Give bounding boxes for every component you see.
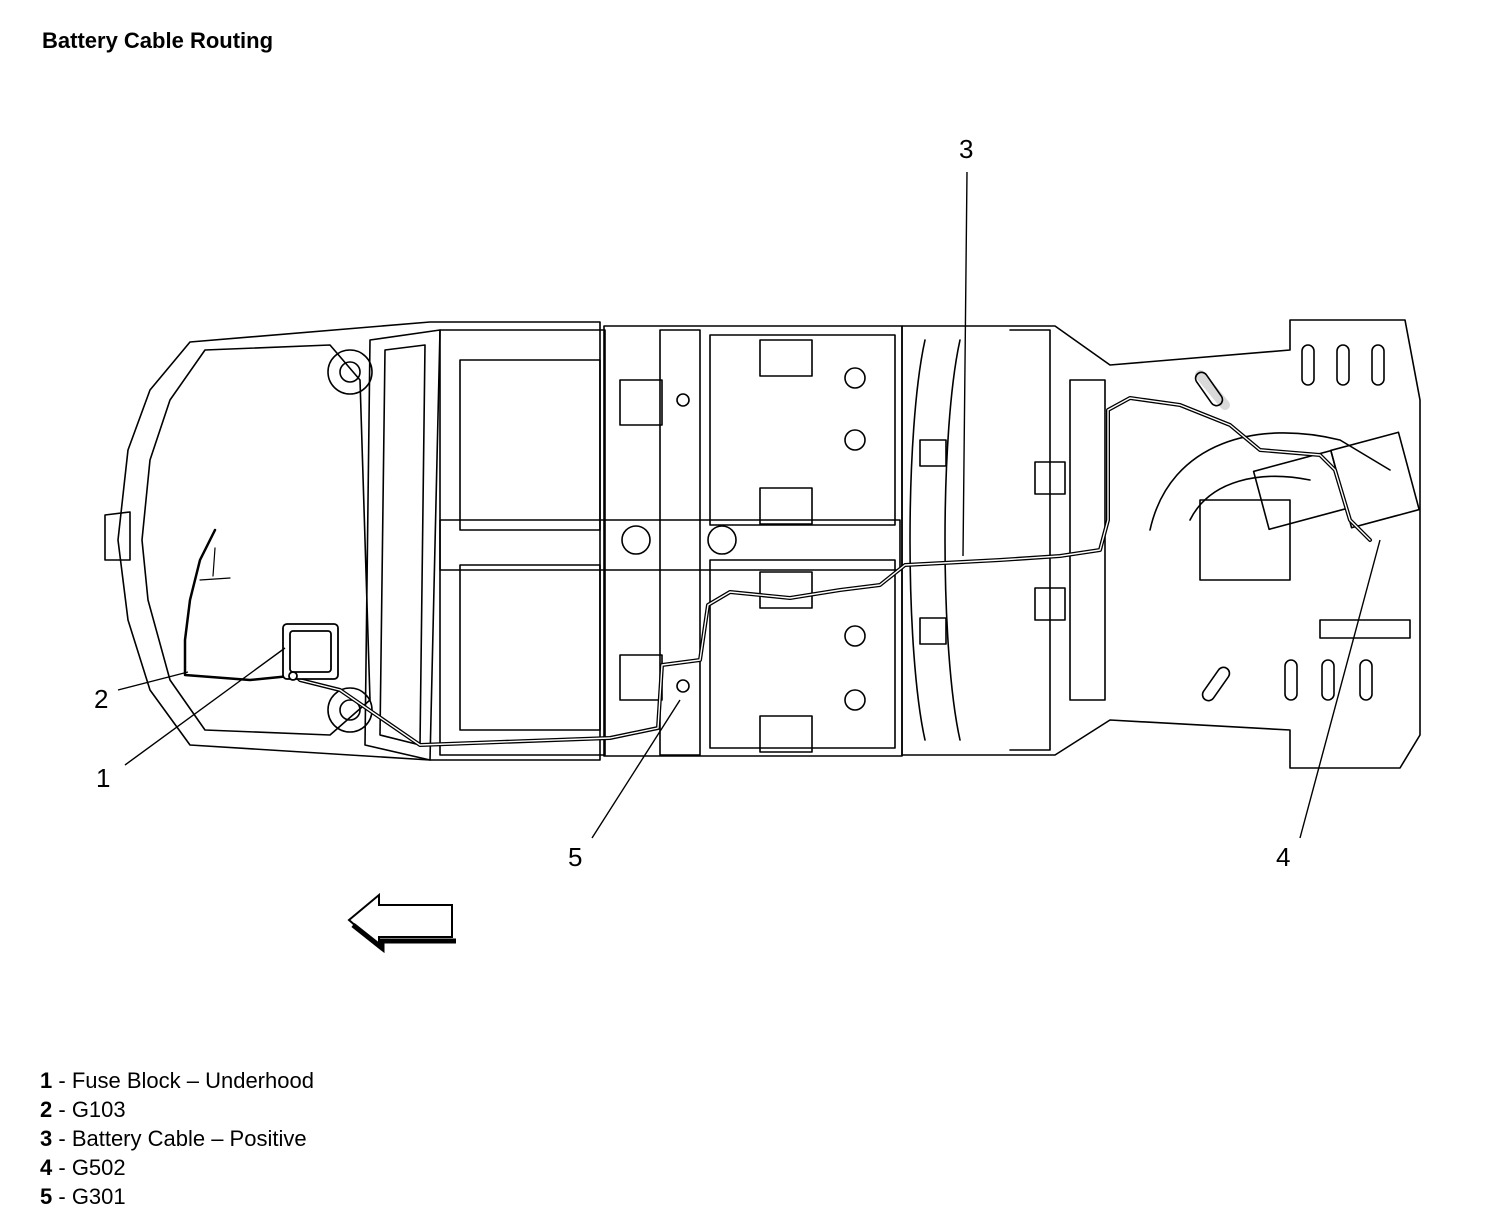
legend-item: 4 - G502 xyxy=(40,1155,126,1180)
fuse-block-underhood xyxy=(282,623,339,681)
legend-item: 5 - G301 xyxy=(40,1184,126,1209)
legend: 1 - Fuse Block – Underhood 2 - G103 3 - … xyxy=(40,1066,314,1211)
callout-5: 5 xyxy=(568,842,582,872)
front-compartment-outline xyxy=(117,321,601,761)
legend-item: 2 - G103 xyxy=(40,1097,126,1122)
leader-line-4 xyxy=(1299,539,1381,839)
leader-line-2 xyxy=(117,671,189,691)
legend-item: 3 - Battery Cable – Positive xyxy=(40,1126,307,1151)
callout-1: 1 xyxy=(96,763,110,793)
callout-3: 3 xyxy=(959,134,973,164)
leader-line-5 xyxy=(591,699,681,839)
leader-line-3 xyxy=(962,171,968,557)
leader-line-1 xyxy=(124,647,286,766)
callout-4: 4 xyxy=(1276,842,1290,872)
front-direction-arrow-icon xyxy=(347,892,456,954)
diagram-title: Battery Cable Routing xyxy=(42,28,274,53)
callout-2: 2 xyxy=(94,684,108,714)
legend-item: 1 - Fuse Block – Underhood xyxy=(40,1068,314,1093)
